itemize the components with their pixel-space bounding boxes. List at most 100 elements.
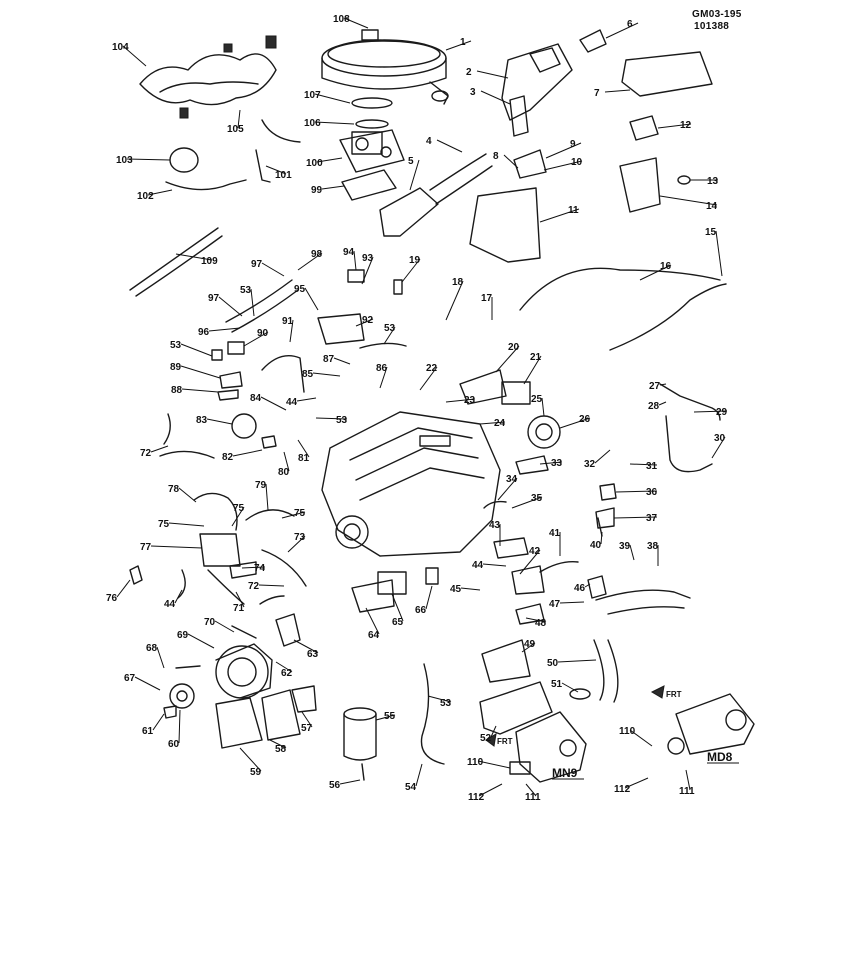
heat-stove-hose [379,153,493,237]
callout-number: 26 [579,414,591,425]
bracket-20 [459,369,507,405]
callout-number: 80 [278,467,290,478]
leader-line [511,496,543,509]
carburetor-gasket [355,119,389,129]
callout-number: 15 [705,227,717,238]
hose-41 [539,561,579,573]
leader-line [241,566,266,569]
callout-number: 35 [531,493,543,504]
leader-line [659,195,718,206]
leader-line [214,620,235,633]
leader-line [314,121,355,125]
leader-line [152,713,165,731]
callout-number: 87 [323,354,335,365]
bracket-49 [481,639,531,683]
callout-number: 1 [460,37,466,48]
callout-number: 49 [524,639,536,650]
leader-line [283,451,290,472]
callout-number: 54 [405,782,417,793]
callout-number: 36 [646,487,658,498]
callout-number: 34 [506,474,518,485]
callout-number: 45 [450,584,462,595]
callout-number: 82 [222,452,234,463]
leader-line [265,483,269,511]
callout-number: 106 [304,118,321,129]
bracket-40 [597,517,603,537]
ac-compressor [215,643,273,699]
callout-number: 46 [574,583,586,594]
callout-number: 99 [311,185,323,196]
callout-number: 96 [198,327,210,338]
cap-53 [211,349,223,361]
callout-number: 13 [707,176,719,187]
throttle-bracket-7 [621,51,713,97]
leader-line [482,563,507,567]
callout-number: 68 [146,643,158,654]
callout-number: 16 [660,261,672,272]
callout-number: 38 [647,541,659,552]
callout-number: 25 [531,394,543,405]
leader-line [168,522,205,527]
callout-number: 60 [168,739,180,750]
leader-line [237,109,241,129]
leader-line [391,593,404,622]
callout-number: 32 [584,459,596,470]
leader-line [427,695,452,703]
diagram-code: GM03-195 [692,9,742,20]
valve-90 [227,341,245,355]
leader-line [355,318,374,327]
valve-83 [231,413,257,439]
front-arrow-label: FRT [666,690,682,699]
callout-number: 12 [680,120,692,131]
bracket-59 [215,697,263,749]
hose-72 [163,413,171,445]
bracket-92 [317,313,365,345]
sensor-wire [261,119,301,143]
gasket-33 [515,455,549,475]
leader-line [658,401,667,406]
callout-number: 40 [590,540,602,551]
leader-line [180,365,221,379]
leader-line [659,383,667,386]
leader-line [478,783,503,797]
leader-line [445,280,464,321]
leader-line [275,661,293,673]
leader-line [301,711,313,728]
md8-assembly [667,693,755,755]
callout-number: 75 [294,508,306,519]
callout-number: 53 [336,415,348,426]
callout-number: 86 [376,363,388,374]
clamp-48 [515,603,545,625]
callout-number: 108 [333,14,350,25]
leader-line [559,417,591,429]
heat-tube-bracket [513,149,547,179]
leader-line [480,90,511,105]
leader-line [261,262,285,277]
callout-number: 94 [343,247,355,258]
egr-valve-core [535,423,553,441]
variant-label: MD8 [707,750,733,764]
callout-number: 41 [549,528,561,539]
callout-number: 61 [142,726,154,737]
callout-number: 79 [255,480,267,491]
callout-number: 44 [164,599,176,610]
callout-number: 83 [196,415,208,426]
callout-number: 66 [415,605,427,616]
callout-number: 53 [240,285,252,296]
leader-line [541,397,545,417]
sensor-bracket [255,149,271,183]
bracket-58 [261,689,301,741]
callout-number: 77 [140,542,152,553]
callout-number: 20 [508,342,520,353]
callout-number: 31 [646,461,658,472]
callout-number: 53 [384,323,396,334]
callout-number: 4 [426,136,432,147]
callout-number: 64 [368,630,380,641]
leader-line [269,739,287,749]
leader-line [693,410,728,413]
leader-line [409,159,420,191]
vacuum-hose-102 [165,179,247,191]
callout-number: 78 [168,484,180,495]
leader-line [206,418,233,425]
callout-number: 98 [311,249,323,260]
